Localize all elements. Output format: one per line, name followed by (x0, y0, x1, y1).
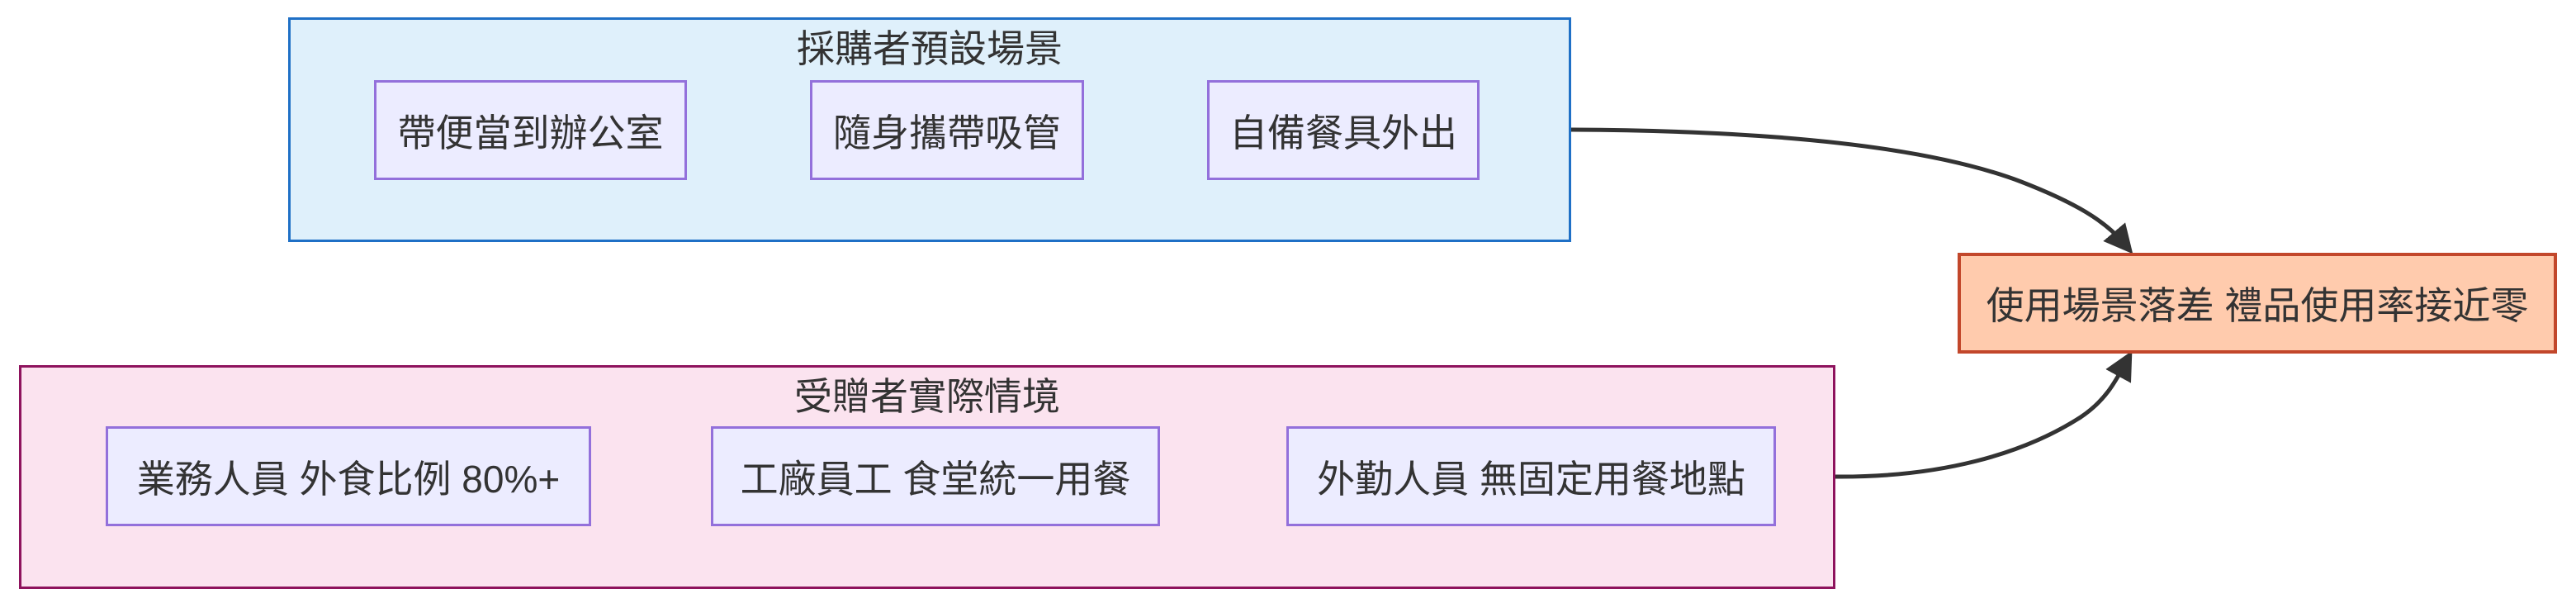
cluster-recipient-title: 受贈者實際情境 (794, 375, 1060, 418)
node-carry-straw: 隨身攜帶吸管 (810, 80, 1084, 180)
node-label: 業務人員 外食比例 80%+ (136, 457, 561, 501)
cluster-buyer-title: 採購者預設場景 (797, 27, 1063, 70)
node-label: 外勤人員 無固定用餐地點 (1317, 457, 1745, 501)
node-sales-staff-eat-out: 業務人員 外食比例 80%+ (106, 426, 591, 526)
node-factory-workers-canteen: 工廠員工 食堂統一用餐 (711, 426, 1160, 526)
node-label: 自備餐具外出 (1229, 111, 1457, 154)
edge-recipient-to-result-arrow (1835, 350, 2133, 479)
edge-buyer-to-result-arrow (1570, 127, 2133, 254)
node-label: 帶便當到辦公室 (397, 111, 664, 154)
node-label: 工廠員工 食堂統一用餐 (740, 457, 1131, 501)
node-field-staff-no-fixed-location: 外勤人員 無固定用餐地點 (1286, 426, 1776, 526)
node-own-utensils-outside: 自備餐具外出 (1207, 80, 1480, 180)
node-label: 使用場景落差 禮品使用率接近零 (1986, 284, 2529, 327)
node-bring-lunchbox-to-office: 帶便當到辦公室 (374, 80, 687, 180)
node-label: 隨身攜帶吸管 (833, 111, 1061, 154)
node-usage-gap-result: 使用場景落差 禮品使用率接近零 (1958, 253, 2557, 354)
